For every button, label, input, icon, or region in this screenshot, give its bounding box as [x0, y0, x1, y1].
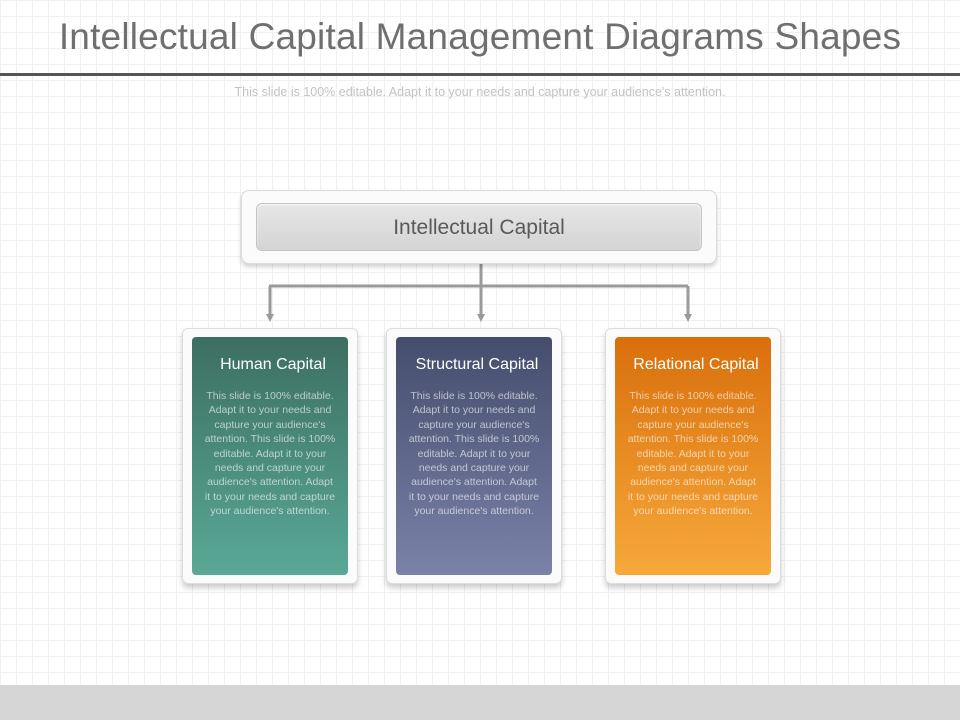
slide-subtitle: This slide is 100% editable. Adapt it to… [234, 85, 726, 99]
footer-band [0, 685, 960, 720]
child-card-title: Relational Capital [633, 356, 759, 373]
root-node-label: Intellectual Capital [256, 203, 702, 251]
child-card-structural-capital: Structural Capital This slide is 100% ed… [386, 328, 562, 584]
child-card-human-capital: Human Capital This slide is 100% editabl… [182, 328, 358, 584]
child-card-body: This slide is 100% editable. Adapt it to… [408, 390, 540, 518]
slide-title: Intellectual Capital Management Diagrams… [58, 16, 902, 57]
child-card-relational-capital: Relational Capital This slide is 100% ed… [605, 328, 781, 584]
child-card-body: This slide is 100% editable. Adapt it to… [627, 390, 759, 518]
child-card-panel: Human Capital This slide is 100% editabl… [192, 337, 348, 575]
child-card-title: Human Capital [220, 356, 326, 373]
child-card-title: Structural Capital [415, 356, 539, 373]
child-card-body: This slide is 100% editable. Adapt it to… [204, 390, 336, 518]
child-card-panel: Relational Capital This slide is 100% ed… [615, 337, 771, 575]
child-card-panel: Structural Capital This slide is 100% ed… [396, 337, 552, 575]
root-node: Intellectual Capital [241, 190, 717, 264]
title-divider [0, 73, 960, 76]
